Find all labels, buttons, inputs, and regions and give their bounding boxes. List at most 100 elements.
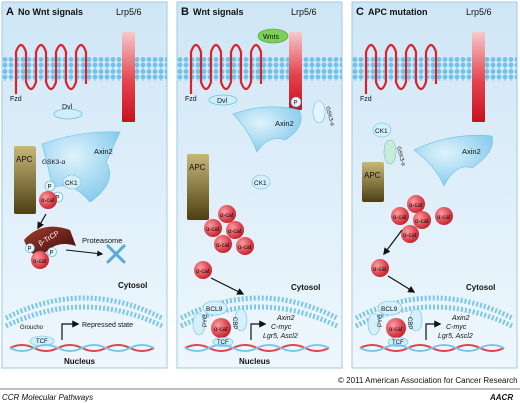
beta-catenin [194,261,212,279]
phospho-label: P [50,251,54,257]
lrp-receptor [289,32,302,110]
catenin-label: α-cat [403,233,417,239]
panel-c: C APC mutation Lrp5/6 Fzd CK1 GSK3-α Axi… [351,1,518,369]
dvl-label: Dvl [62,104,73,111]
ck1-label: CK1 [375,128,388,135]
cytosol-label: Cytosol [291,283,320,292]
cbp-label: CBP [231,317,237,329]
repressed-state-label: Repressed state [82,322,133,329]
nuclear-membrane [179,295,339,321]
fzd-label: Fzd [185,96,197,103]
beta-catenin [218,205,236,223]
catenin-label: α-cat [214,327,228,333]
catenin-label: α-cat [206,227,220,233]
beta-catenin [39,191,57,209]
proteasome-label: Proteasome [82,236,122,245]
catenin-label: α-cat [437,215,451,221]
phospho-label: P [294,101,298,107]
nuclear-membrane [354,304,514,329]
tcf-label: TCF [217,340,229,346]
ck1-protein [62,174,82,190]
catenin-label: α-cat [238,245,252,251]
apc-protein [14,146,36,214]
apc-label: APC [189,163,206,172]
panel-b-letter: B [181,6,189,18]
bcl9-protein [202,300,228,316]
beta-catenin [211,318,231,338]
ck1-label: CK1 [65,180,78,187]
frizzled-receptor [189,43,263,94]
cbp-protein [234,308,248,332]
wnt-ligand [257,28,289,44]
cell-membrane [2,57,167,81]
panel-c-letter: C [356,6,364,18]
degradation-arrow [37,213,47,230]
beta-catenin [214,235,232,253]
target-gene-label: Axin2 [276,315,295,322]
catenin-release-arrow [383,229,403,256]
nuclear-membrane [354,295,514,321]
btrcp-protein [24,226,76,256]
phospho-marker [47,247,57,257]
axin2-protein [232,106,302,153]
pygo-protein [367,312,381,336]
dna-helix [184,344,330,352]
panel-b-title: Wnt signals [193,7,244,17]
frizzled-receptor [14,43,88,94]
phospho-label: P [48,185,52,191]
gsk3-protein [312,100,326,124]
phospho-marker [44,180,56,192]
target-gene-label: Lgr5, Ascl2 [438,333,473,340]
cbp-protein [409,308,423,332]
pygo-label: PYG [203,314,209,327]
panel-a-letter: A [6,6,14,18]
apc-label: APC [364,171,381,180]
axin2-protein [41,131,121,203]
phospho-label: P [56,196,60,202]
nuclear-import-arrow [210,277,245,295]
cbp-label: CBP [406,317,412,329]
catenin-label: α-cat [373,267,387,273]
groucho-label: Groucho [20,325,44,331]
gsk3-label: GSK3-α [42,159,66,166]
fzd-label: Fzd [360,96,372,103]
apc-label: APC [16,155,33,164]
lrp-receptor [122,32,135,122]
transcription-arrow [61,320,80,340]
cell-membrane [352,57,517,81]
gsk3-label: GSK3-α [395,146,406,167]
nuclear-import-arrow [387,275,416,293]
catenin-label: α-cat [216,243,230,249]
catenin-cluster: α-cat α-cat α-cat α-cat α-cat α-cat [194,205,254,279]
phospho-marker [290,96,302,108]
beta-catenin [226,221,244,239]
cytosol-label: Cytosol [118,281,147,290]
transcription-arrow [425,320,442,340]
panel-c-title: APC mutation [368,7,428,17]
pygo-label: PYG [378,314,384,327]
beta-catenin [31,251,49,269]
pygo-protein [192,312,206,336]
ck1-label: CK1 [254,180,267,187]
beta-catenin [204,219,222,237]
catenin-label: α-cat [228,229,242,235]
transcription-arrow [250,320,267,340]
gsk3-label: GSK3-α [324,106,335,127]
dna-helix [359,344,505,352]
ck1-protein [372,122,392,138]
apc-truncated [362,162,384,202]
nucleus-label: Nucleus [64,357,96,366]
axin2-protein [413,134,493,187]
proteasome-arrow [65,249,104,257]
beta-catenin [407,195,425,213]
wnts-label: Wnts [263,34,279,41]
degraded-mark [106,244,126,264]
catenin-label: α-cat [41,198,55,204]
beta-catenin [371,259,389,277]
target-gene-label: C-myc [271,324,292,331]
phospho-label: P [28,247,32,253]
panel-a: A No Wnt signals Lrp5/6 Fzd Dvl APC Axin… [1,1,168,369]
nuclear-membrane [4,304,164,329]
apc-protein [187,154,209,220]
